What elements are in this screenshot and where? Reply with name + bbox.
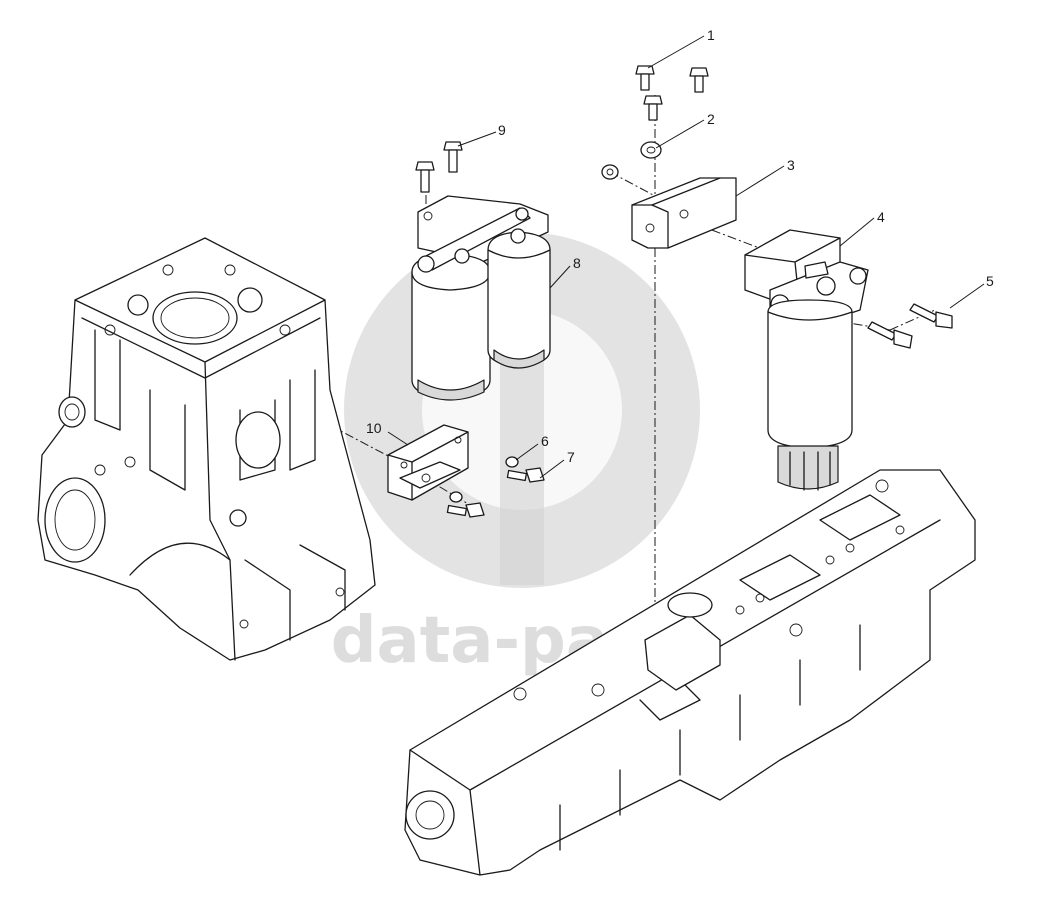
mounting-plate-10: [387, 424, 469, 501]
washer-2: [601, 141, 662, 180]
bolt-5: [867, 303, 953, 349]
callout-7: 7: [567, 449, 575, 465]
bolt-7: [446, 467, 545, 518]
callouts: 1 2 3 4 5 6 7 8 9 10: [366, 27, 994, 465]
callout-6: 6: [541, 433, 549, 449]
fuel-filter-bowl: [767, 299, 853, 491]
callout-10: 10: [366, 420, 382, 436]
engine-block: [37, 237, 376, 661]
callout-5: 5: [986, 273, 994, 289]
callout-1: 1: [707, 27, 715, 43]
bolts-9: [415, 141, 463, 193]
double-fuel-filter: [411, 195, 551, 401]
assembly-line-bracket-head: [679, 217, 771, 253]
cylinder-head: [404, 469, 976, 876]
callout-2: 2: [707, 111, 715, 127]
bracket-3: [631, 177, 737, 249]
callout-3: 3: [787, 157, 795, 173]
bolts-1: [635, 65, 709, 121]
callout-4: 4: [877, 209, 885, 225]
callout-8: 8: [573, 255, 581, 271]
callout-9: 9: [498, 122, 506, 138]
callout-leaders: [387, 35, 985, 479]
washer-6: [449, 456, 519, 503]
